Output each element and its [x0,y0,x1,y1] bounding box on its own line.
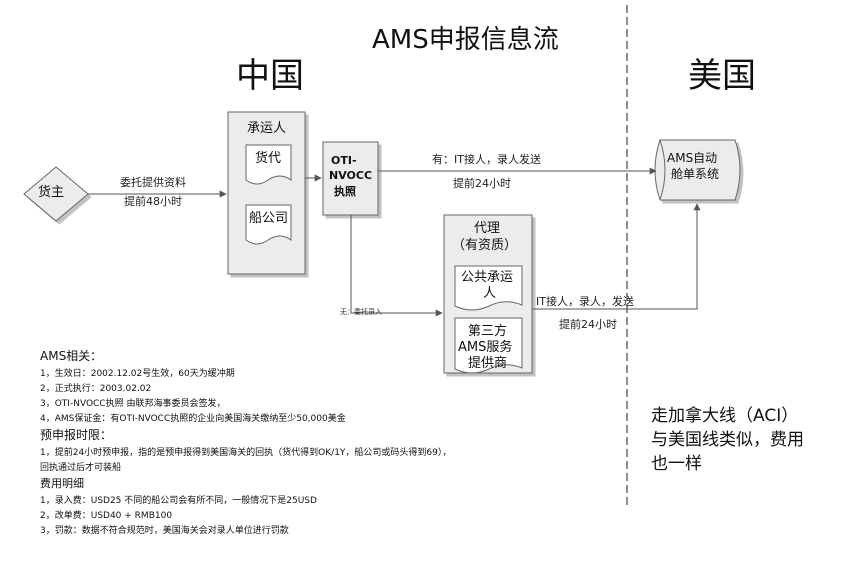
deadline-item: 1，提前24小时预申报，指的是预申报得到美国海关的回执（货代得到OK/1Y，船公… [40,448,452,458]
ams-item: 3，OTI-NVOCC执照 由联邦海事委员会签发， [40,399,226,409]
aci-line1: 走加拿大线（ACI） [651,406,799,426]
forwarder-doc [245,144,292,185]
forwarder-label: 货代 [255,151,282,166]
arrow-label-24h-bottom: 提前24小时 [559,318,617,331]
public-carrier-line1: 公共承运 [461,270,514,285]
arrow-label-agent-it: IT接人，录人，发送 [536,295,634,308]
public-carrier-line2: 人 [483,286,497,301]
arrow-label-24h-top: 提前24小时 [453,177,511,190]
region-usa: 美国 [688,56,756,96]
deadline-heading: 预申报时限： [40,428,113,442]
fee-item: 1，录入费：USD25 不同的船公司会有所不同，一般情况下是25USD [40,496,317,506]
agent-title: 代理 [474,221,501,236]
fee-item: 3，罚款：数据不符合规范时，美国海关会对录人单位进行罚款 [40,526,289,536]
third-party-doc [454,317,523,374]
deadline-item: 回执通过后才可装船 [40,463,122,473]
arrow-license-to-agent [350,215,443,317]
aci-note: 走加拿大线（ACI） 与美国线类似，费用 也一样 [651,404,851,476]
arrow-label-commission: 委托提供资料 [120,176,186,189]
ams-heading: AMS相关： [40,349,103,363]
shipper-diamond [23,166,89,222]
ams-system-line1: AMS自动 [667,151,718,165]
ams-item: 2，正式执行：2003.02.02 [40,384,152,394]
carrier-box [227,111,306,275]
fee-heading: 费用明细 [40,477,84,490]
public-carrier-doc [454,265,523,311]
third-party-line1: 第三方 [468,324,508,339]
license-line1: OTI- [331,154,357,167]
ams-system-drum [654,139,741,201]
arrow-agent-to-ams [532,203,701,310]
aci-line2: 与美国线类似，费用 [651,430,804,450]
shipping-company-label: 船公司 [249,211,289,226]
ams-system-line2: 舱单系统 [671,167,720,181]
arrow-label-48h: 提前48小时 [124,195,182,208]
license-line2: NVOCC [329,169,373,182]
notes-panel: AMS相关： 1，生效日：2002.12.02号生效，60天为缓冲期 2，正式执… [40,345,451,538]
carrier-title: 承运人 [247,121,287,136]
agent-qualified: （有资质） [452,238,518,253]
arrow-label-it-send: 有：IT接人，录人发送 [432,153,541,166]
aci-line3: 也一样 [651,454,702,474]
license-line3: 执照 [334,185,356,198]
arrow-label-delegate: 无：委托录入 [340,308,382,316]
license-box [322,141,379,216]
third-party-line2: AMS服务 [458,340,513,355]
shipping-company-doc [245,204,292,245]
diagram-title: AMS申报信息流 [372,25,559,55]
third-party-line3: 提供商 [468,356,508,371]
ams-item: 4，AMS保证金：有OTI-NVOCC执照的企业向美国海关缴纳至少50,000美… [40,414,346,424]
shipper-label: 货主 [38,185,65,200]
fee-item: 2，改单费：USD40 + RMB100 [40,511,173,521]
ams-item: 1，生效日：2002.12.02号生效，60天为缓冲期 [40,369,235,379]
region-china: 中国 [236,56,304,96]
